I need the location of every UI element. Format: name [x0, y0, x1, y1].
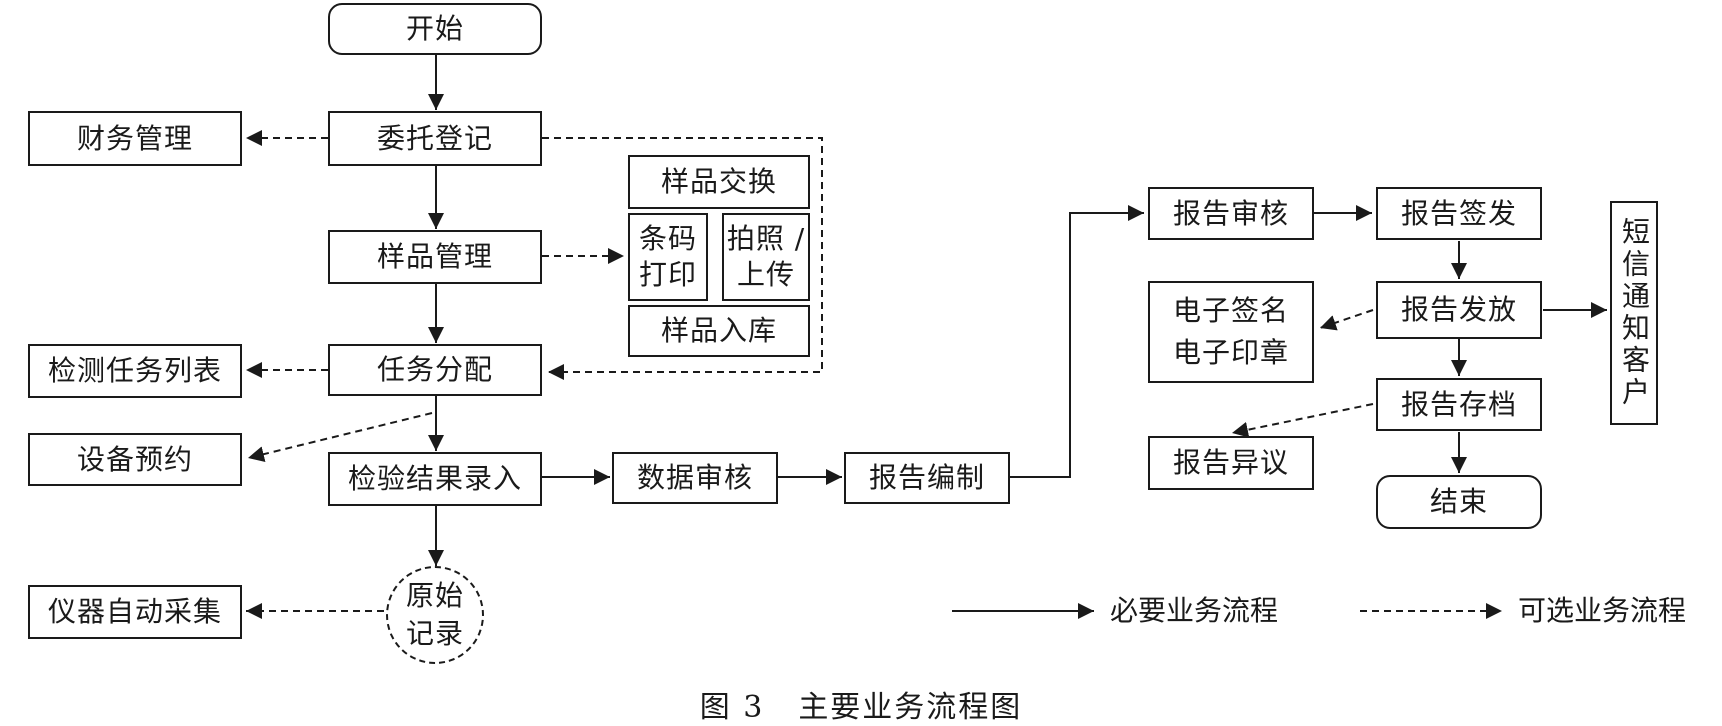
report-review-node: 报告审核: [1148, 187, 1314, 240]
finance-node: 财务管理: [28, 111, 242, 166]
photo-upload-node: 拍照 / 上传: [722, 213, 810, 301]
e-signature-node: 电子签名 电子印章: [1148, 281, 1314, 383]
task-list-node: 检测任务列表: [28, 344, 242, 398]
figure-caption: 图 3 主要业务流程图: [0, 682, 1722, 726]
sample-exchange-node: 样品交换: [628, 155, 810, 209]
legend-optional-label: 可选业务流程: [1518, 594, 1687, 627]
figure-title: 主要业务流程图: [798, 690, 1023, 725]
edge-task-to-booking: [247, 412, 433, 462]
sample-storage-node: 样品入库: [628, 305, 810, 357]
report-objection-node: 报告异议: [1148, 436, 1314, 490]
sms-notify-node: 短信通知客户: [1610, 201, 1658, 425]
report-issue-node: 报告发放: [1376, 281, 1542, 339]
equipment-booking-node: 设备预约: [28, 433, 242, 486]
raw-record-node: 原始 记录: [386, 566, 484, 664]
figure-number: 图 3: [699, 690, 765, 725]
result-entry-node: 检验结果录入: [328, 452, 542, 506]
instrument-capture-node: 仪器自动采集: [28, 585, 242, 639]
task-assignment-node: 任务分配: [328, 344, 542, 396]
legend-required-label: 必要业务流程: [1110, 594, 1279, 627]
edge-register-to-task: [542, 137, 823, 380]
report-archive-node: 报告存档: [1376, 378, 1542, 431]
start-node: 开始: [328, 3, 542, 55]
sample-management-node: 样品管理: [328, 230, 542, 284]
edge-issue-to-signature: [1319, 309, 1374, 331]
report-compile-node: 报告编制: [844, 452, 1010, 504]
edge-archive-to-objection: [1231, 403, 1374, 438]
barcode-print-node: 条码 打印: [628, 213, 708, 301]
data-review-node: 数据审核: [612, 452, 778, 504]
report-sign-node: 报告签发: [1376, 187, 1542, 240]
entrust-register-node: 委托登记: [328, 111, 542, 166]
end-node: 结束: [1376, 475, 1542, 529]
edge-compile-to-review: [1010, 205, 1144, 478]
